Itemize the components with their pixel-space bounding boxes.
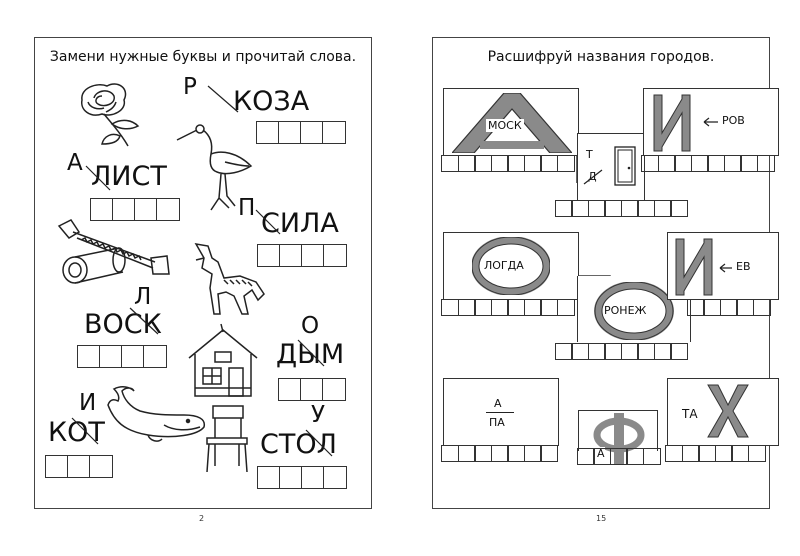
answer-boxes-tver[interactable] bbox=[554, 200, 688, 217]
big-letter-o-icon bbox=[594, 282, 674, 340]
puzzle-irkutsk[interactable]: РОВ bbox=[641, 88, 779, 172]
arrow-left-icon bbox=[719, 263, 732, 273]
ufa-small-letter: А bbox=[597, 447, 605, 460]
big-letter-o-icon bbox=[472, 237, 550, 295]
puzzle-voronezh[interactable]: РОНЕЖ bbox=[577, 276, 691, 342]
puzzle-anapa[interactable]: А ПА bbox=[441, 378, 559, 462]
voronezh-inner-text: РОНЕЖ bbox=[604, 304, 647, 317]
fraction-line bbox=[486, 412, 514, 413]
arrow-left-icon bbox=[703, 117, 718, 127]
house-icon bbox=[188, 323, 258, 397]
big-letter-h-icon bbox=[707, 384, 749, 438]
ivanovo-arrow-text: ЕВ bbox=[736, 260, 751, 273]
word-list: ЛИСТ bbox=[91, 161, 167, 192]
puzzle-vologda[interactable]: ЛОГДА bbox=[441, 232, 579, 316]
swap-slash bbox=[71, 417, 99, 445]
puzzle-ufa[interactable]: А bbox=[578, 410, 658, 465]
vologda-inner-text: ЛОГДА bbox=[484, 259, 524, 272]
left-page: Замени нужные буквы и прочитай слова. bbox=[34, 37, 372, 509]
answer-boxes-list[interactable] bbox=[90, 198, 180, 221]
left-page-number: 2 bbox=[199, 514, 205, 523]
anapa-denominator: ПА bbox=[489, 416, 505, 429]
word-dym: ДЫМ bbox=[276, 339, 345, 370]
right-page-number: 15 bbox=[596, 514, 607, 523]
answer-boxes-moskva[interactable] bbox=[441, 155, 575, 172]
swap-letter-list: А bbox=[67, 150, 83, 176]
swap-slash bbox=[129, 307, 159, 335]
door-icon bbox=[614, 146, 636, 186]
swap-letter-kot: И bbox=[79, 390, 97, 416]
word-vosk: ВОСК bbox=[84, 309, 162, 340]
answer-boxes-irkutsk[interactable] bbox=[641, 155, 775, 172]
puzzle-ivanovo[interactable]: ЕВ bbox=[667, 232, 779, 316]
answer-boxes-ivanovo[interactable] bbox=[686, 299, 771, 316]
swap-letter-sila: П bbox=[238, 195, 256, 221]
answer-boxes-koza[interactable] bbox=[256, 121, 346, 144]
word-stol: СТОЛ bbox=[260, 429, 337, 460]
answer-boxes-dym[interactable] bbox=[278, 378, 346, 401]
tver-crossed-letter: Д bbox=[588, 170, 597, 183]
word-koza: КОЗА bbox=[233, 86, 310, 117]
chair-icon bbox=[206, 405, 248, 473]
big-letter-i-icon bbox=[675, 238, 713, 296]
answer-boxes-sila[interactable] bbox=[257, 244, 347, 267]
answer-boxes-voronezh[interactable] bbox=[554, 343, 688, 360]
left-page-title: Замени нужные буквы и прочитай слова. bbox=[49, 49, 357, 65]
tahta-small-text: ТА bbox=[682, 407, 698, 421]
answer-boxes-vologda[interactable] bbox=[441, 299, 575, 316]
anapa-numerator: А bbox=[494, 397, 502, 410]
swap-letter-koza: Р bbox=[183, 74, 197, 100]
rose-icon bbox=[81, 83, 140, 147]
puzzle-tahta[interactable]: ТА bbox=[665, 378, 779, 462]
answer-boxes-ufa[interactable] bbox=[576, 448, 661, 465]
wolf-icon bbox=[194, 243, 265, 315]
swap-slash bbox=[255, 209, 281, 235]
big-letter-i-icon bbox=[653, 94, 691, 152]
big-letter-f-icon bbox=[593, 413, 645, 465]
tver-top-letter: Т bbox=[586, 148, 593, 161]
swap-slash bbox=[85, 165, 111, 191]
swap-letter-vosk: Л bbox=[134, 284, 152, 310]
answer-boxes-kot[interactable] bbox=[45, 455, 113, 478]
swap-slash bbox=[305, 429, 333, 457]
answer-boxes-vosk[interactable] bbox=[77, 345, 167, 368]
swap-slash bbox=[207, 85, 239, 113]
answer-boxes-stol[interactable] bbox=[257, 466, 347, 489]
answer-boxes-tahta[interactable] bbox=[665, 445, 766, 462]
cross-out-mark bbox=[583, 169, 603, 185]
big-letter-a-icon bbox=[452, 93, 572, 153]
swap-slash bbox=[297, 339, 325, 367]
saw-icon bbox=[57, 219, 170, 284]
whale-icon bbox=[107, 386, 206, 442]
irkutsk-arrow-text: РОВ bbox=[722, 114, 745, 127]
stork-icon bbox=[176, 124, 253, 211]
answer-boxes-anapa[interactable] bbox=[441, 445, 558, 462]
word-sila: СИЛА bbox=[261, 208, 339, 239]
swap-letter-stol: У bbox=[311, 402, 326, 428]
moskva-inner-text: МОСК bbox=[486, 119, 524, 132]
right-page-title: Расшифруй названия городов. bbox=[487, 49, 715, 65]
puzzle-tver[interactable]: Т Д bbox=[577, 133, 645, 201]
puzzle-moskva[interactable]: МОСК bbox=[441, 88, 579, 172]
swap-letter-dym: О bbox=[301, 313, 320, 339]
